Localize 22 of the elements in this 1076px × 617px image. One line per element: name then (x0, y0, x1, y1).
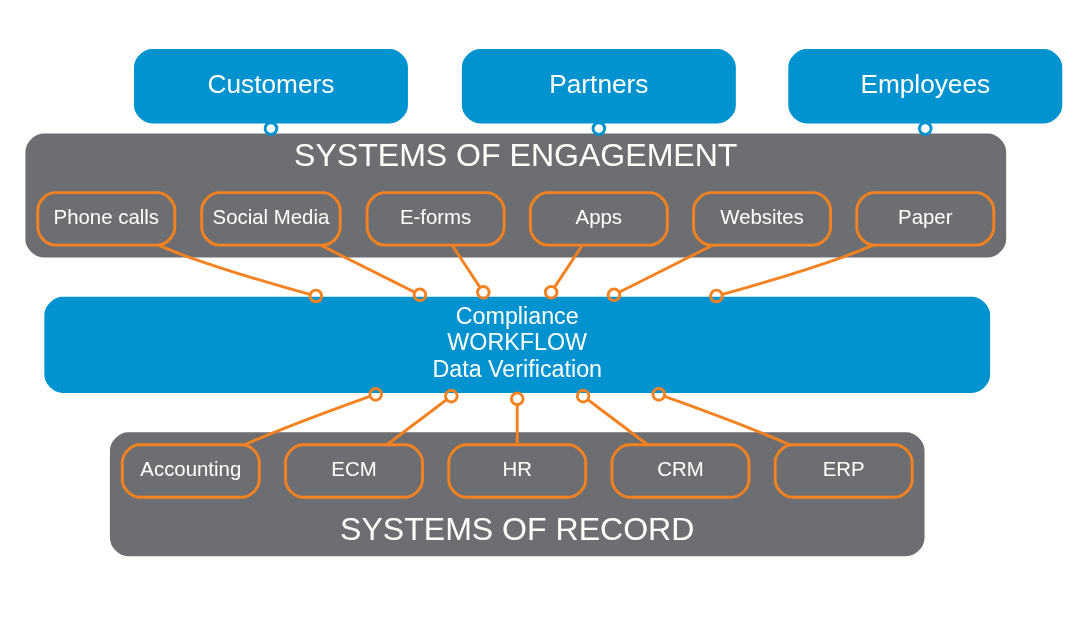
connector (244, 387, 383, 446)
node-box: CRM (610, 443, 751, 499)
connector (651, 387, 791, 446)
node-box: HR (447, 443, 588, 499)
connector (543, 244, 584, 300)
node-box: ECM (284, 443, 424, 499)
connector (575, 388, 649, 446)
node-box: E-forms (365, 191, 506, 247)
node-box: Websites (692, 191, 832, 247)
node-box: Phone calls (36, 191, 177, 247)
connector (450, 244, 491, 300)
node-box: Accounting (120, 443, 261, 499)
connector (320, 243, 428, 303)
node-box: Apps (528, 191, 669, 247)
node-box: Compliance WORKFLOW Data Verification (44, 296, 991, 394)
node-box: Social Media (200, 191, 342, 247)
connector (606, 243, 714, 303)
node-box: Paper (855, 191, 996, 247)
connector (509, 391, 525, 445)
node-box: ERP (773, 443, 914, 499)
connector (709, 243, 874, 304)
connector (386, 388, 459, 446)
